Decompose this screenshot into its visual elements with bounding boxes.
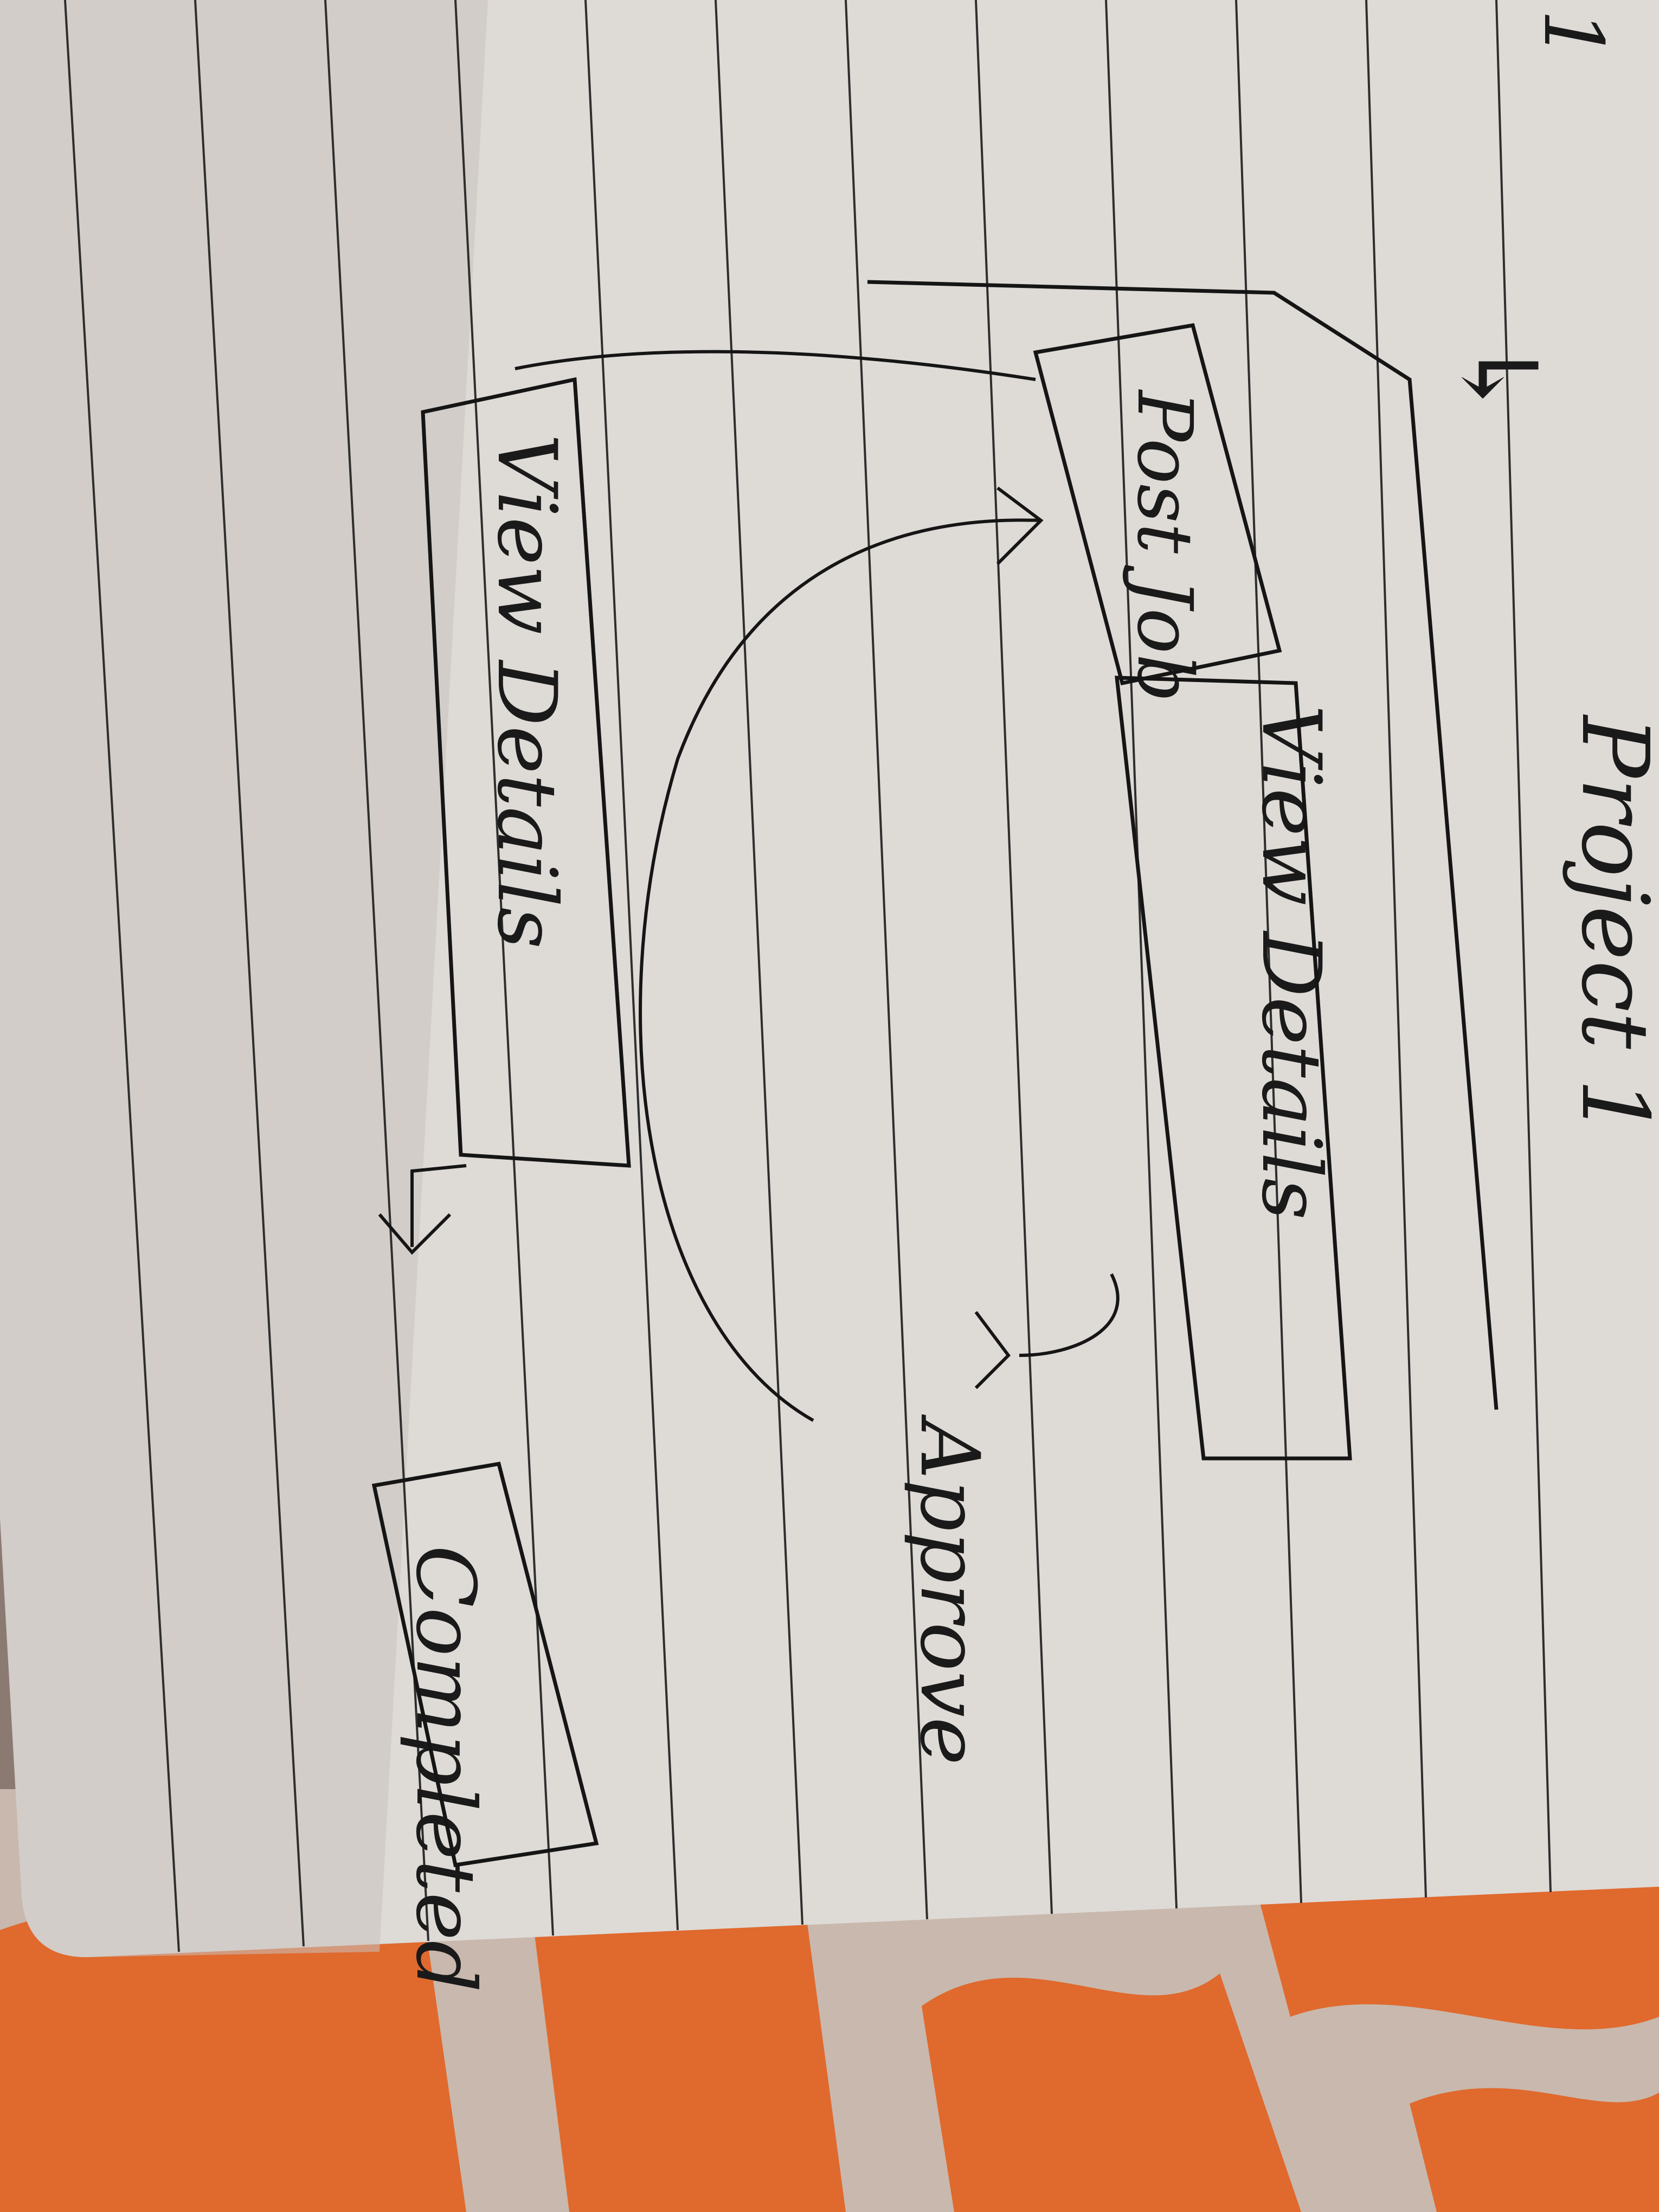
arrowhead-completed — [378, 1213, 452, 1255]
arrow-view-details-to-approve — [1019, 1273, 1120, 1357]
arrow-view-details-bottom-to-completed — [410, 1164, 467, 1247]
node-post-job-label: Post Job — [1120, 389, 1208, 702]
node-completed-label: Completed — [398, 1545, 492, 1992]
box-completed — [371, 1461, 599, 1867]
arrowhead-post-job — [996, 486, 1044, 565]
node-view-details-bottom-label: View Details — [479, 434, 574, 949]
paper-shading — [0, 0, 488, 1957]
box-view-details-top — [1115, 676, 1352, 1461]
arrow-post-job-to-view-details-bottom — [515, 350, 1036, 381]
node-view-details-top-label: View Details — [1244, 705, 1338, 1220]
box-view-details-bottom — [421, 377, 631, 1168]
diagram-arrows — [378, 350, 1120, 1422]
box-outer-top — [867, 280, 1499, 1410]
arrow-approve-loop-to-post-job — [639, 518, 1041, 1422]
diagram-boxes — [371, 280, 1499, 1867]
arrowhead-approve — [974, 1311, 1011, 1390]
top-arrow-glyph: ↳ — [1439, 336, 1559, 422]
page-heading: Project 1 — [1561, 714, 1659, 1137]
ruled-lines — [64, 0, 1552, 1952]
top-left-fragment: e 1 — [1526, 0, 1620, 61]
box-post-job — [1033, 323, 1282, 686]
node-approve-label: Approve — [902, 1414, 996, 1765]
